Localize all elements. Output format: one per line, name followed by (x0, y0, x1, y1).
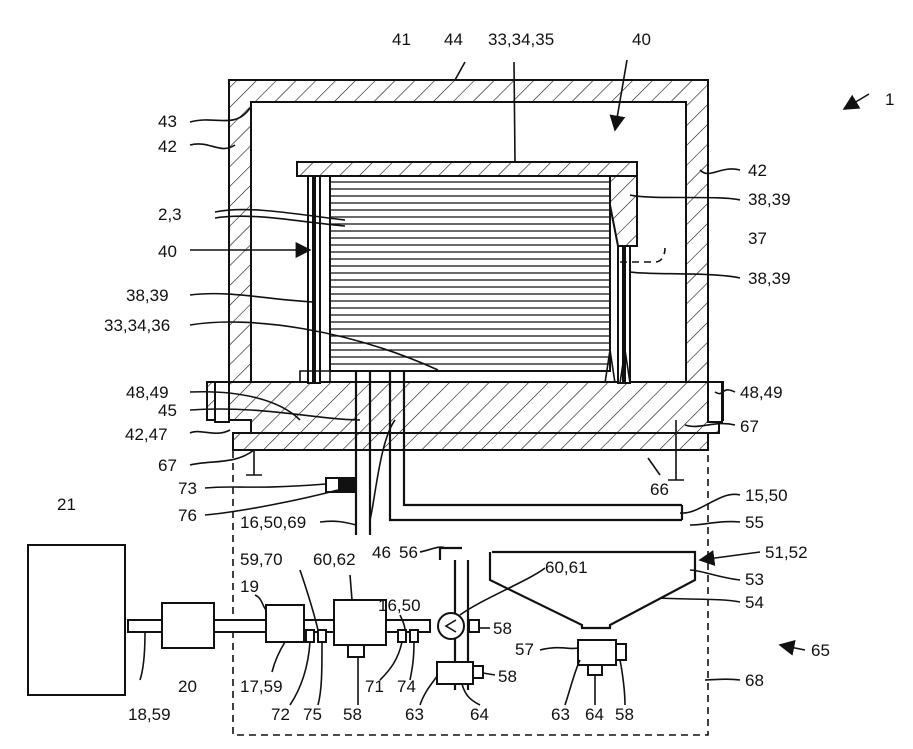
label-58-a: 58 (493, 619, 512, 638)
label-55: 55 (745, 513, 764, 532)
label-42-right: 42 (748, 161, 767, 180)
label-38-39-r2: 38,39 (748, 269, 791, 288)
label-16-50-69: 16,50,69 (240, 513, 306, 532)
label-18-59: 18,59 (128, 705, 171, 724)
label-38-39-r1: 38,39 (748, 190, 791, 209)
label-19: 19 (240, 577, 259, 596)
label-63-a: 63 (405, 705, 424, 724)
valve-63-right (578, 640, 616, 665)
label-2-3: 2,3 (158, 205, 182, 224)
label-33-34-36: 33,34,36 (104, 316, 170, 335)
label-16-50: 16,50 (378, 596, 421, 615)
label-54: 54 (745, 593, 764, 612)
label-56: 56 (399, 543, 418, 562)
label-37: 37 (748, 229, 767, 248)
label-58-c: 58 (343, 705, 362, 724)
label-58-d: 58 (615, 705, 634, 724)
label-45: 45 (158, 401, 177, 420)
label-43: 43 (158, 112, 177, 131)
label-42-left: 42 (158, 137, 177, 156)
label-57: 57 (515, 640, 534, 659)
label-48-49-right: 48,49 (740, 383, 783, 402)
label-74: 74 (397, 677, 416, 696)
label-17-59: 17,59 (240, 677, 283, 696)
label-20: 20 (178, 677, 197, 696)
label-68: 68 (745, 671, 764, 690)
label-58-b: 58 (498, 667, 517, 686)
label-67-right: 67 (740, 417, 759, 436)
label-1: 1 (885, 90, 894, 109)
pump-60-61 (438, 613, 464, 639)
label-33-34-35: 33,34,35 (488, 30, 554, 49)
label-66: 66 (650, 480, 669, 499)
label-64-b: 64 (585, 705, 604, 724)
label-71: 71 (365, 677, 384, 696)
label-53: 53 (745, 570, 764, 589)
label-73: 73 (178, 479, 197, 498)
box-19 (266, 605, 304, 642)
label-59-70: 59,70 (240, 550, 283, 569)
label-51-52: 51,52 (765, 543, 808, 562)
label-40-top: 40 (632, 30, 651, 49)
label-76: 76 (178, 506, 197, 525)
label-63-b: 63 (551, 705, 570, 724)
battery-stack (297, 162, 665, 383)
valve-63-left (437, 662, 473, 684)
label-60-62: 60,62 (313, 550, 356, 569)
label-67-left: 67 (158, 456, 177, 475)
label-21: 21 (57, 495, 76, 514)
label-40-left: 40 (158, 242, 177, 261)
enclosure-68 (233, 450, 708, 735)
label-48-49-left: 48,49 (126, 383, 169, 402)
label-15-50: 15,50 (745, 486, 788, 505)
box-20 (162, 603, 214, 648)
label-44: 44 (444, 30, 463, 49)
label-42-47: 42,47 (125, 425, 168, 444)
label-41: 41 (392, 30, 411, 49)
box-21 (28, 545, 125, 695)
label-65: 65 (811, 641, 830, 660)
label-64-a: 64 (470, 705, 489, 724)
label-60-61: 60,61 (545, 558, 588, 577)
label-38-39-left: 38,39 (126, 286, 169, 305)
label-46: 46 (372, 543, 391, 562)
label-72: 72 (271, 705, 290, 724)
label-75: 75 (303, 705, 322, 724)
